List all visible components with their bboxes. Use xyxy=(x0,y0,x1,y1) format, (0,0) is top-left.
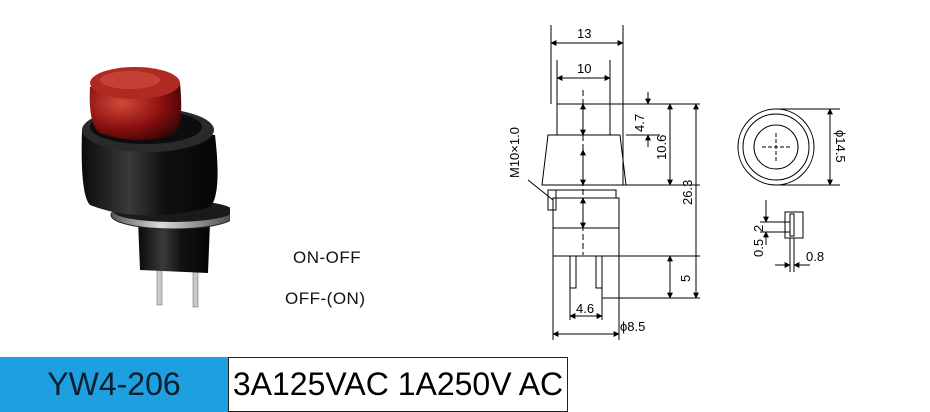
dim-phi-8-5: ϕ8.5 xyxy=(620,319,645,334)
mode-on-off: ON-OFF xyxy=(293,248,362,267)
dim-10: 10 xyxy=(577,61,591,76)
dim-0-8: 0.8 xyxy=(806,249,824,264)
switch-photo xyxy=(81,67,230,308)
dim-2: 2 xyxy=(751,225,766,232)
dim-26-3: 26.3 xyxy=(680,180,695,205)
dim-0-5: 0.5 xyxy=(751,239,766,257)
rating-label: 3A125VAC 1A250V AC xyxy=(228,357,568,412)
dimension-drawing: 13 10 4.7 10.6 26.3 5 4.6 ϕ8.5 M10×1.0 ϕ… xyxy=(507,25,848,340)
dim-10-6: 10.6 xyxy=(654,135,669,160)
dim-13: 13 xyxy=(577,26,591,41)
model-label: YW4-206 xyxy=(0,357,228,412)
thread-spec: M10×1.0 xyxy=(507,127,522,178)
dim-4-7: 4.7 xyxy=(632,114,647,132)
dim-4-6: 4.6 xyxy=(576,301,594,316)
dim-phi-14-5: ϕ14.5 xyxy=(833,130,848,163)
mode-off-on: OFF-(ON) xyxy=(285,289,366,308)
dim-5: 5 xyxy=(678,275,693,282)
